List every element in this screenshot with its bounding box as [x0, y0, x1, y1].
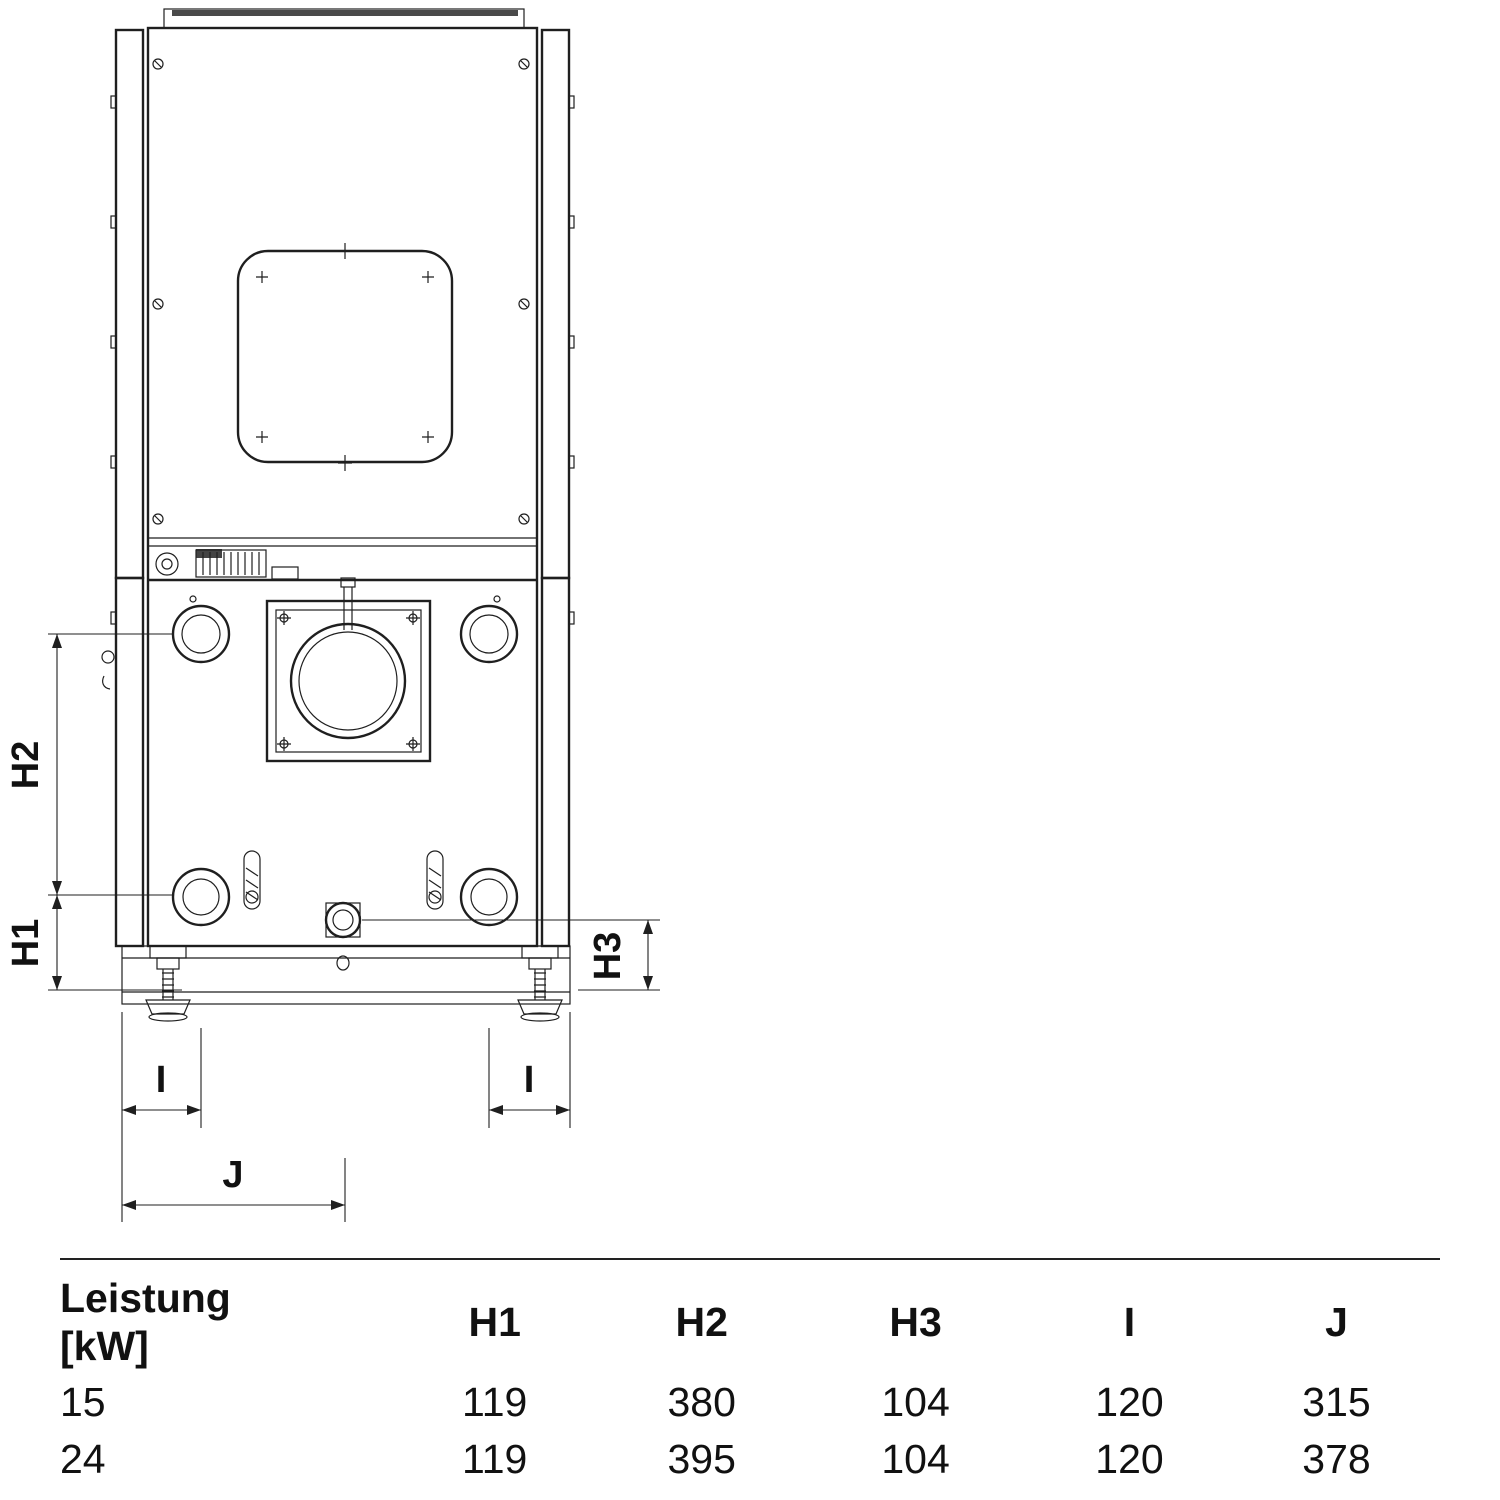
- unit-top-cap: [163, 8, 525, 29]
- cell-leistung: 15: [60, 1379, 106, 1426]
- table-header-h1: H1: [468, 1298, 521, 1345]
- table-header-h3: H3: [889, 1298, 942, 1345]
- table-header-j: J: [1325, 1298, 1348, 1345]
- cell-j: 315: [1302, 1379, 1371, 1425]
- flange-handle: [340, 577, 356, 630]
- cell-h3: 104: [881, 1379, 950, 1425]
- dim-label-i-right: I: [524, 1059, 535, 1101]
- dimension-j: J: [122, 1154, 346, 1222]
- table-header-h2: H2: [675, 1298, 728, 1345]
- dimension-i-left: I: [121, 1012, 202, 1222]
- dim-label-h3: H3: [587, 932, 629, 981]
- table-header-row: Leistung [kW] H1 H2 H3 I J: [60, 1270, 1440, 1374]
- flue-flange: [265, 577, 432, 763]
- cell-i: 120: [1095, 1436, 1164, 1482]
- cell-h3: 104: [881, 1436, 950, 1482]
- cell-h1: 119: [462, 1436, 528, 1482]
- unit-side-rails: [110, 28, 575, 948]
- table-header-leistung: Leistung [kW]: [60, 1274, 391, 1371]
- dim-label-j: J: [222, 1154, 243, 1196]
- table-header-leistung-line1: Leistung: [60, 1274, 231, 1321]
- dimension-i-right: I: [488, 1012, 571, 1128]
- mounting-slots: [243, 850, 444, 910]
- table-header-i: I: [1123, 1298, 1136, 1345]
- cell-leistung: 24: [60, 1436, 106, 1483]
- dimension-h3: H3: [362, 919, 660, 991]
- boiler-rear-view-drawing: H2 H1 H3 I I J: [5, 8, 660, 1222]
- unit-body: [146, 26, 539, 948]
- cell-h1: 119: [462, 1379, 528, 1425]
- cell-j: 378: [1302, 1436, 1371, 1482]
- table-row: 15 119 380 104 120 315: [60, 1374, 1440, 1431]
- cell-h2: 395: [667, 1436, 736, 1482]
- table-header-leistung-line2: [kW]: [60, 1323, 149, 1369]
- cell-i: 120: [1095, 1379, 1164, 1425]
- cell-h2: 380: [667, 1379, 736, 1425]
- base-frame: [121, 945, 571, 1005]
- dim-label-h1: H1: [5, 919, 47, 968]
- pipe-ports: [171, 604, 519, 971]
- dimension-h2: H2: [5, 633, 173, 896]
- dim-label-i-left: I: [156, 1059, 167, 1101]
- leveling-foot-left: [145, 945, 191, 1022]
- dim-label-h2: H2: [5, 741, 47, 790]
- table-row: 24 119 395 104 120 378: [60, 1431, 1440, 1488]
- dimension-table: Leistung [kW] H1 H2 H3 I J 15 119 380 10…: [60, 1258, 1440, 1488]
- leveling-foot-right: [517, 945, 563, 1022]
- upper-access-panel: [236, 243, 454, 471]
- dimension-h1: H1: [5, 895, 182, 991]
- panel-screw-icons: [152, 58, 530, 603]
- control-detail-strip: [101, 549, 299, 690]
